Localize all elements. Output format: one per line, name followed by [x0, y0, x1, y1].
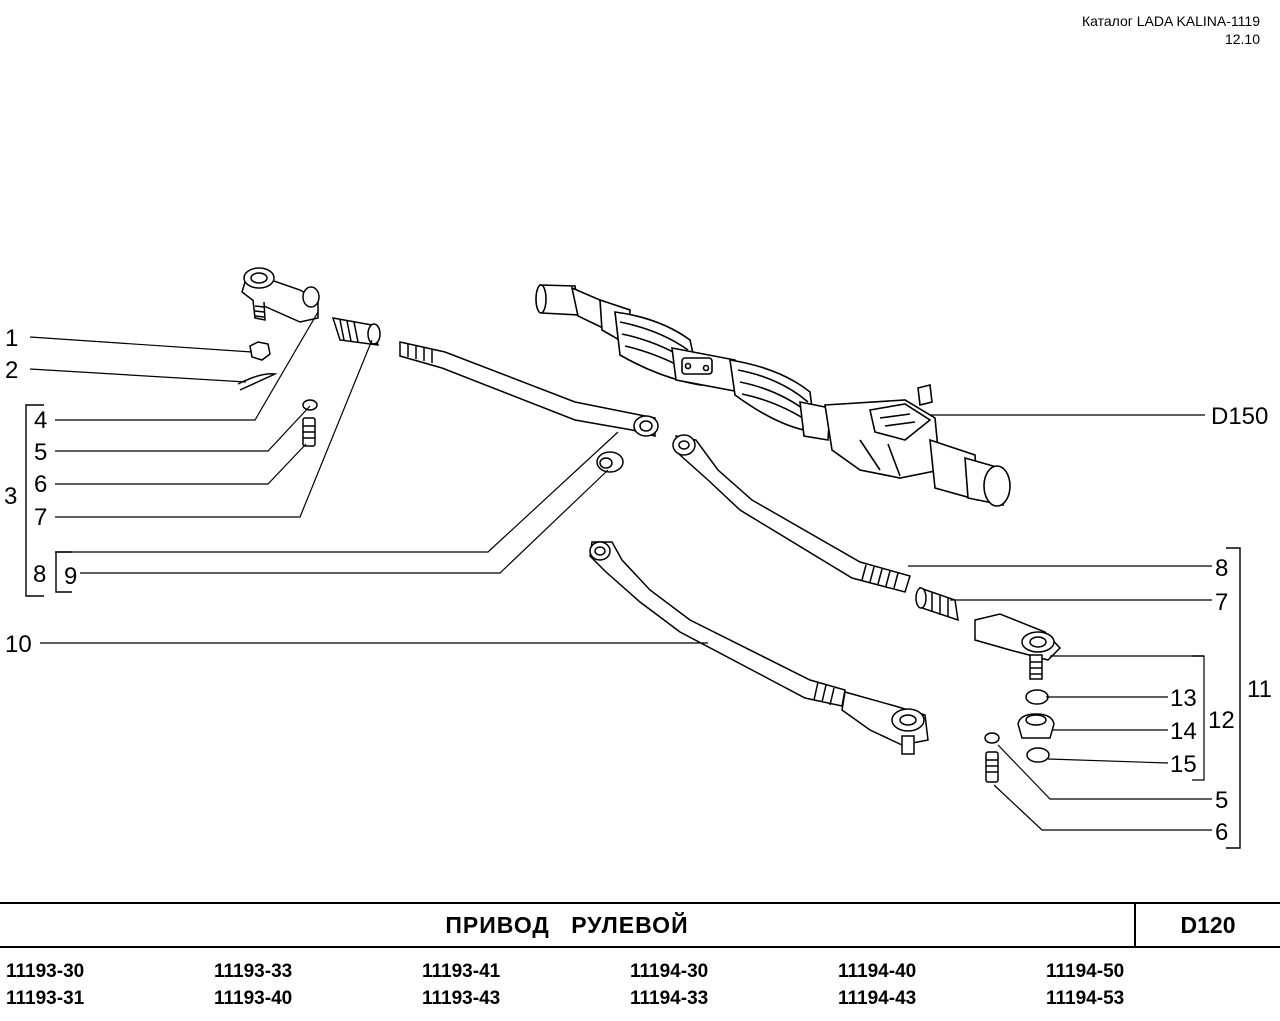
tie-rod-10 [589, 541, 929, 755]
callout-right-5: 5 [1215, 787, 1228, 814]
group-brackets [25, 404, 1241, 849]
callout-right-13: 13 [1170, 685, 1197, 712]
model-code: 11194-30 [630, 961, 709, 982]
callout-right-6: 6 [1215, 819, 1228, 846]
model-code: 11193-40 [214, 988, 293, 1009]
model-code: 11194-53 [1046, 988, 1125, 1009]
catalog-header: Каталог LADA KALINA-1119 12.10 [1082, 12, 1260, 48]
bolt-6-right [985, 751, 999, 783]
title-bar: ПРИВОД РУЛЕВОЙ D120 [0, 902, 1280, 948]
catalog-date: 12.10 [1224, 31, 1260, 47]
model-column: 11193-41 11193-43 [422, 958, 500, 1012]
callout-5: 5 [34, 439, 47, 466]
leader-lines [29, 311, 1212, 831]
model-column: 11194-40 11194-43 [838, 958, 916, 1012]
model-column: 11193-33 11193-40 [214, 958, 292, 1012]
model-code: 11194-43 [838, 988, 917, 1009]
callout-6: 6 [34, 471, 47, 498]
section-title: ПРИВОД РУЛЕВОЙ [0, 904, 1136, 946]
model-column: 11194-50 11194-53 [1046, 958, 1124, 1012]
catalog-name: Каталог LADA KALINA-1119 [1081, 13, 1260, 29]
washer-4 [302, 399, 318, 411]
callout-7: 7 [34, 504, 47, 531]
callout-10: 10 [5, 631, 32, 658]
callout-right-7: 7 [1215, 589, 1228, 616]
washer-5-right [984, 732, 1000, 744]
callout-right-12: 12 [1208, 707, 1235, 734]
nut-1 [249, 341, 271, 361]
model-code: 11193-30 [6, 961, 85, 982]
cotter-pin-2 [237, 372, 278, 391]
tie-rod-end-right [974, 613, 1062, 680]
boot-14 [1017, 713, 1055, 739]
bushing-9 [596, 451, 624, 473]
model-code: 11194-40 [838, 961, 917, 982]
model-code: 11193-33 [214, 961, 293, 982]
callout-right-15: 15 [1170, 751, 1197, 778]
callout-ref-d150: D150 [1211, 403, 1268, 430]
adjusting-sleeve-right [915, 586, 959, 622]
callout-right-14: 14 [1170, 718, 1197, 745]
parts-diagram: 1 2 3 4 5 6 7 8 9 10 D150 8 7 11 12 13 1… [4, 267, 1272, 849]
tie-rod-end-left-upper [241, 267, 320, 323]
inner-tie-rod-upper [399, 341, 659, 437]
callout-8: 8 [33, 561, 46, 588]
callout-labels: 1 2 3 4 5 6 7 8 9 10 D150 8 7 11 12 13 1… [4, 325, 1272, 846]
adjusting-sleeve-left [331, 317, 381, 346]
model-column: 11194-30 11194-33 [630, 958, 708, 1012]
model-code: 11194-33 [630, 988, 709, 1009]
callout-2: 2 [5, 357, 18, 384]
inner-tie-rod-right [672, 434, 911, 593]
callout-4: 4 [34, 407, 47, 434]
ring-13 [1025, 689, 1049, 705]
section-code: D120 [1180, 912, 1236, 938]
model-column: 11193-30 11193-31 [6, 958, 84, 1012]
callout-right-11: 11 [1247, 676, 1272, 703]
model-code: 11193-31 [6, 988, 85, 1009]
callout-1: 1 [5, 325, 18, 352]
bolt-5 [302, 417, 316, 447]
callout-right-8: 8 [1215, 555, 1228, 582]
steering-rack [535, 284, 1011, 507]
model-code: 11193-43 [422, 988, 501, 1009]
model-code: 11194-50 [1046, 961, 1125, 982]
model-code: 11193-41 [422, 961, 501, 982]
callout-9: 9 [64, 563, 77, 590]
ring-15 [1026, 747, 1050, 763]
callout-3: 3 [4, 483, 17, 510]
